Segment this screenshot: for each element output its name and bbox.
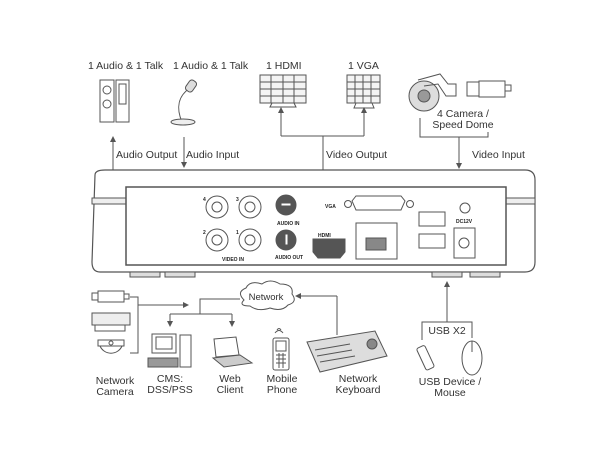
cms-computer-icon bbox=[147, 333, 192, 368]
speed-dome-camera-icon bbox=[408, 73, 457, 112]
hdmi-label: 1 HDMI bbox=[266, 60, 302, 72]
audio-input-label: Audio Input bbox=[186, 149, 240, 161]
vga-monitor-icon bbox=[346, 74, 381, 109]
audio-output-label: Audio Output bbox=[116, 149, 178, 161]
usb-stick-icon bbox=[416, 345, 435, 371]
bnc-number: 4 bbox=[203, 197, 206, 203]
laptop-icon bbox=[211, 336, 254, 368]
microphone-label: 1 Audio & 1 Talk bbox=[173, 60, 249, 72]
audio-in-label: AUDIO IN bbox=[277, 221, 300, 227]
usb-x2-label: USB X2 bbox=[428, 325, 466, 337]
network-keyboard-label: Network bbox=[338, 373, 378, 385]
network-camera-label: Network bbox=[95, 375, 135, 387]
hdmi-monitor-icon bbox=[259, 74, 307, 108]
dc-label: DC12V bbox=[456, 219, 473, 225]
usb-device-label: USB Device / bbox=[418, 376, 482, 388]
usb-port bbox=[418, 211, 446, 227]
camera-label-line1: 4 Camera / bbox=[437, 108, 489, 120]
bnc-number: 3 bbox=[236, 197, 239, 203]
cms-label: DSS/PSS bbox=[147, 384, 193, 396]
network-label: Network bbox=[248, 292, 284, 303]
web-client-label: Web bbox=[219, 373, 241, 385]
network-camera-label: Camera bbox=[96, 386, 134, 398]
microphone-icon bbox=[170, 79, 198, 126]
usb-port bbox=[418, 233, 446, 249]
network-keyboard-icon bbox=[306, 330, 388, 373]
dvr-rear-panel bbox=[91, 169, 536, 278]
hdmi-port bbox=[312, 238, 346, 259]
network-keyboard-label: Keyboard bbox=[335, 384, 381, 396]
ground-screw bbox=[459, 202, 471, 214]
bnc-number: 1 bbox=[236, 230, 239, 236]
speaker-icon bbox=[99, 79, 130, 123]
video-input-label: Video Input bbox=[472, 149, 525, 161]
mobile-phone-icon bbox=[272, 328, 290, 371]
vga-label: 1 VGA bbox=[348, 60, 379, 72]
mouse-icon bbox=[461, 340, 483, 376]
bnc-connectors bbox=[205, 195, 262, 252]
mobile-phone-label: Phone bbox=[266, 384, 298, 396]
network-camera-icon bbox=[91, 290, 131, 354]
speaker-label: 1 Audio & 1 Talk bbox=[88, 60, 164, 72]
video-output-label: Video Output bbox=[326, 149, 388, 161]
usb-device-label: Mouse bbox=[434, 387, 466, 399]
hdmi-port-label: HDMI bbox=[318, 233, 331, 239]
vga-port-label: VGA bbox=[325, 204, 336, 210]
network-cloud-icon bbox=[240, 280, 295, 311]
vga-port bbox=[351, 195, 406, 211]
bnc-number: 2 bbox=[203, 230, 206, 236]
cms-label: CMS: bbox=[156, 373, 184, 385]
audio-out-label: AUDIO OUT bbox=[275, 255, 304, 261]
mobile-phone-label: Mobile bbox=[266, 373, 298, 385]
web-client-label: Client bbox=[216, 384, 244, 396]
box-camera-icon bbox=[466, 80, 512, 98]
camera-label-line2: Speed Dome bbox=[432, 119, 494, 131]
video-in-label: VIDEO IN bbox=[222, 257, 244, 263]
